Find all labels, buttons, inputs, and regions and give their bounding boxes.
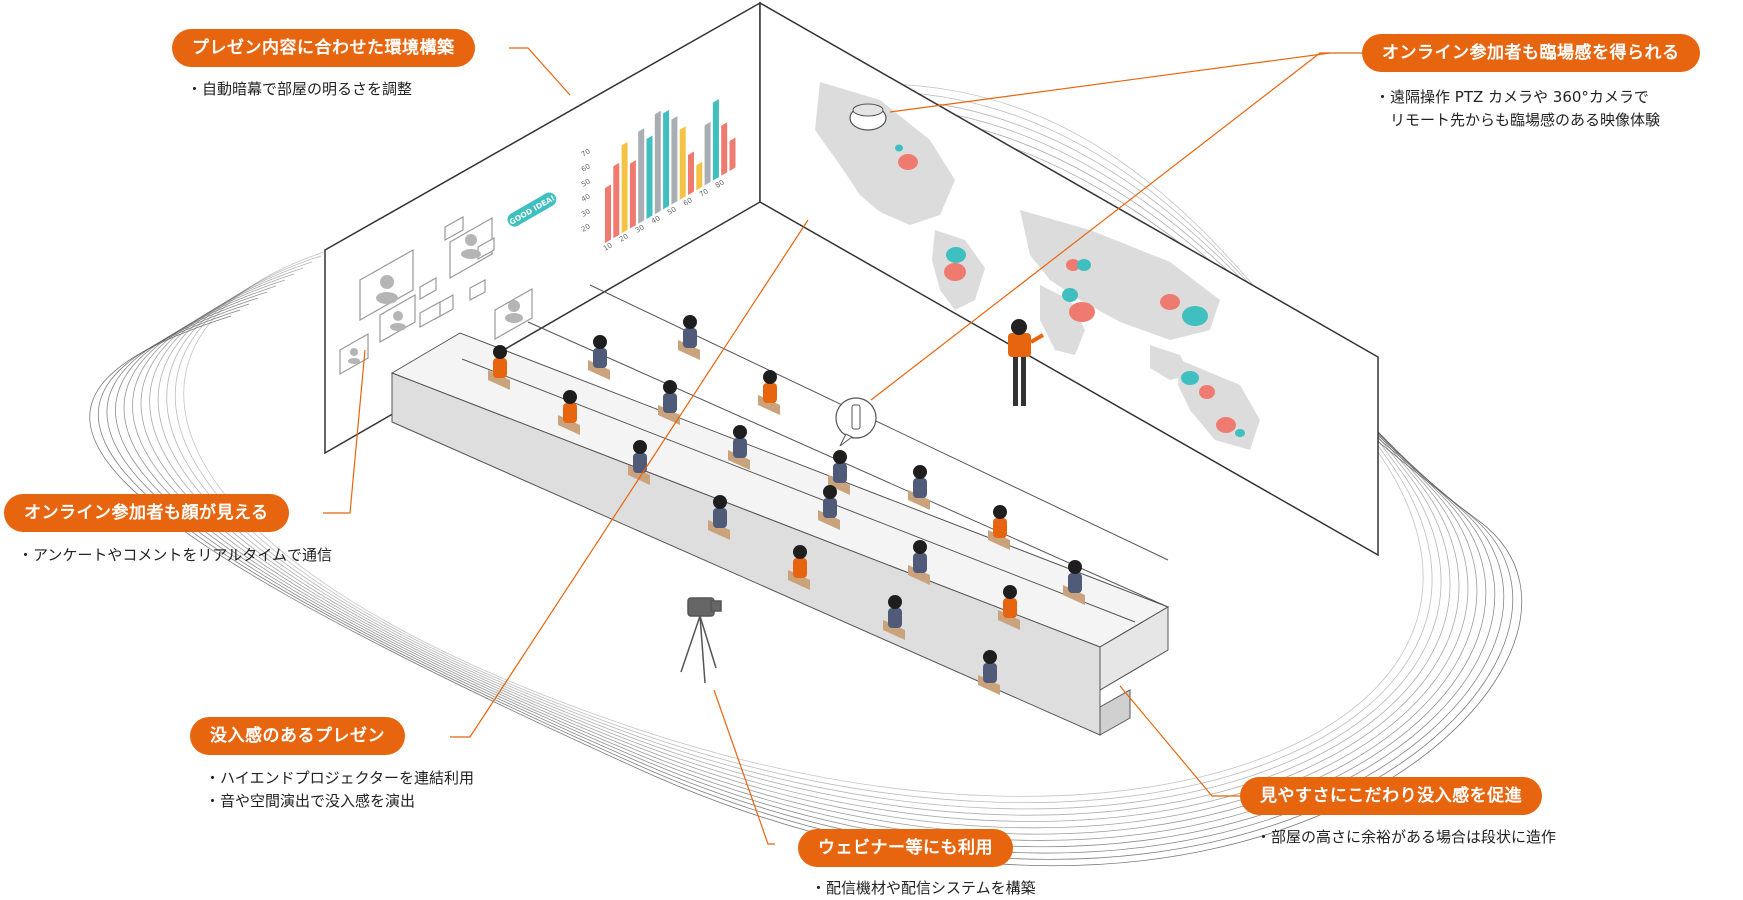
- y-tick: 20: [580, 222, 592, 233]
- x-tick: 40: [650, 214, 662, 225]
- callout-note-webinar: 配信機材や配信システムを構築: [811, 877, 1036, 900]
- screen-bar: [688, 151, 694, 195]
- audience-member: [588, 335, 610, 380]
- orbit-line: [166, 97, 1442, 810]
- audience-member: [988, 505, 1010, 550]
- screen-bar: [671, 116, 678, 205]
- tiered-platform: [390, 284, 1170, 736]
- y-tick: 50: [580, 177, 592, 188]
- screen-bar: [638, 128, 645, 224]
- note-line: 配信機材や配信システムを構築: [811, 877, 1036, 900]
- note-line: アンケートやコメントをリアルタイムで通信: [18, 544, 332, 567]
- callout-label-online-presence: オンライン参加者も臨場感を得られる: [1362, 34, 1700, 72]
- ceiling-360-camera: [849, 103, 887, 131]
- audience-member: [728, 425, 750, 470]
- screen-bar: [704, 121, 711, 186]
- audience-member: [678, 315, 700, 360]
- x-tick: 20: [618, 232, 630, 243]
- screen-bar: [712, 99, 719, 181]
- note-line: 遠隔操作 PTZ カメラや 360°カメラで: [1375, 86, 1660, 109]
- screen-bar: [679, 126, 686, 200]
- presenter: [1008, 319, 1045, 406]
- screen-bar: [663, 109, 670, 210]
- audience-members: [488, 315, 1085, 695]
- audience-member: [978, 650, 1000, 695]
- x-tick: 60: [682, 196, 694, 207]
- note-line: 自動暗幕で部屋の明るさを調整: [187, 78, 412, 101]
- callout-note-environment: 自動暗幕で部屋の明るさを調整: [187, 78, 412, 101]
- audience-member: [628, 440, 650, 485]
- orbit-line: [157, 104, 1451, 816]
- tripod-camera: [680, 597, 722, 684]
- note-line: 部屋の高さに余裕がある場合は段状に造作: [1256, 826, 1556, 849]
- screen-bar-chart: [605, 99, 736, 243]
- callout-label-immersive: 没入感のあるプレゼン: [190, 717, 405, 755]
- screen-bar: [696, 161, 703, 191]
- audience-member: [908, 465, 930, 510]
- audience-member: [908, 540, 930, 585]
- audience-member: [758, 370, 780, 415]
- audience-member: [883, 595, 905, 640]
- screen-bar: [721, 122, 728, 176]
- callout-label-visibility: 見やすさにこだわり没入感を促進: [1240, 777, 1543, 815]
- audience-member: [558, 390, 580, 435]
- screen-bar: [654, 110, 661, 215]
- screen-bar: [605, 184, 611, 243]
- note-line: ハイエンドプロジェクターを連結利用: [205, 767, 474, 790]
- screen-bar: [729, 137, 736, 171]
- audience-member: [488, 345, 510, 390]
- callout-label-webinar: ウェビナー等にも利用: [798, 829, 1013, 867]
- x-tick: 50: [666, 205, 678, 216]
- x-tick: 30: [634, 223, 646, 234]
- y-tick: 70: [580, 147, 592, 158]
- chart-y-ticks: 20 30 40 50 60 70: [580, 147, 592, 233]
- audience-member: [998, 585, 1020, 630]
- audience-member: [1063, 560, 1085, 605]
- x-tick: 80: [714, 178, 726, 189]
- y-tick: 40: [580, 192, 592, 203]
- audience-member: [658, 380, 680, 425]
- mic-speech-bubble: [835, 397, 877, 447]
- y-tick: 60: [580, 162, 592, 173]
- callout-note-online-faces: アンケートやコメントをリアルタイムで通信: [18, 544, 332, 567]
- callout-note-online-presence: 遠隔操作 PTZ カメラや 360°カメラで リモート先からも臨場感のある映像体…: [1375, 86, 1660, 132]
- y-tick: 30: [580, 207, 592, 218]
- screen-bar: [646, 135, 653, 219]
- callout-note-visibility: 部屋の高さに余裕がある場合は段状に造作: [1256, 826, 1556, 849]
- screen-bar: [629, 160, 636, 229]
- screen-bar: [613, 162, 620, 239]
- map-hotspots: [895, 144, 1245, 437]
- note-line: リモート先からも臨場感のある映像体験: [1390, 111, 1661, 129]
- audience-member: [828, 450, 850, 495]
- orbit-line: [175, 90, 1433, 804]
- screen-bar: [621, 141, 628, 234]
- callout-note-immersive: ハイエンドプロジェクターを連結利用 音や空間演出で没入感を演出: [205, 767, 474, 813]
- audience-member: [788, 545, 810, 590]
- callout-label-online-faces: オンライン参加者も顔が見える: [4, 494, 289, 532]
- video-call-avatars: [348, 234, 523, 364]
- note-line: 音や空間演出で没入感を演出: [205, 790, 474, 813]
- x-tick: 70: [698, 187, 710, 198]
- x-tick: 10: [602, 241, 614, 252]
- callout-leader-lines: [323, 47, 1362, 845]
- callout-label-environment: プレゼン内容に合わせた環境構築: [172, 29, 475, 67]
- audience-member: [818, 485, 840, 530]
- chart-x-ticks: 10 20 30 40 50 60 70 80: [602, 178, 726, 252]
- audience-member: [708, 495, 730, 540]
